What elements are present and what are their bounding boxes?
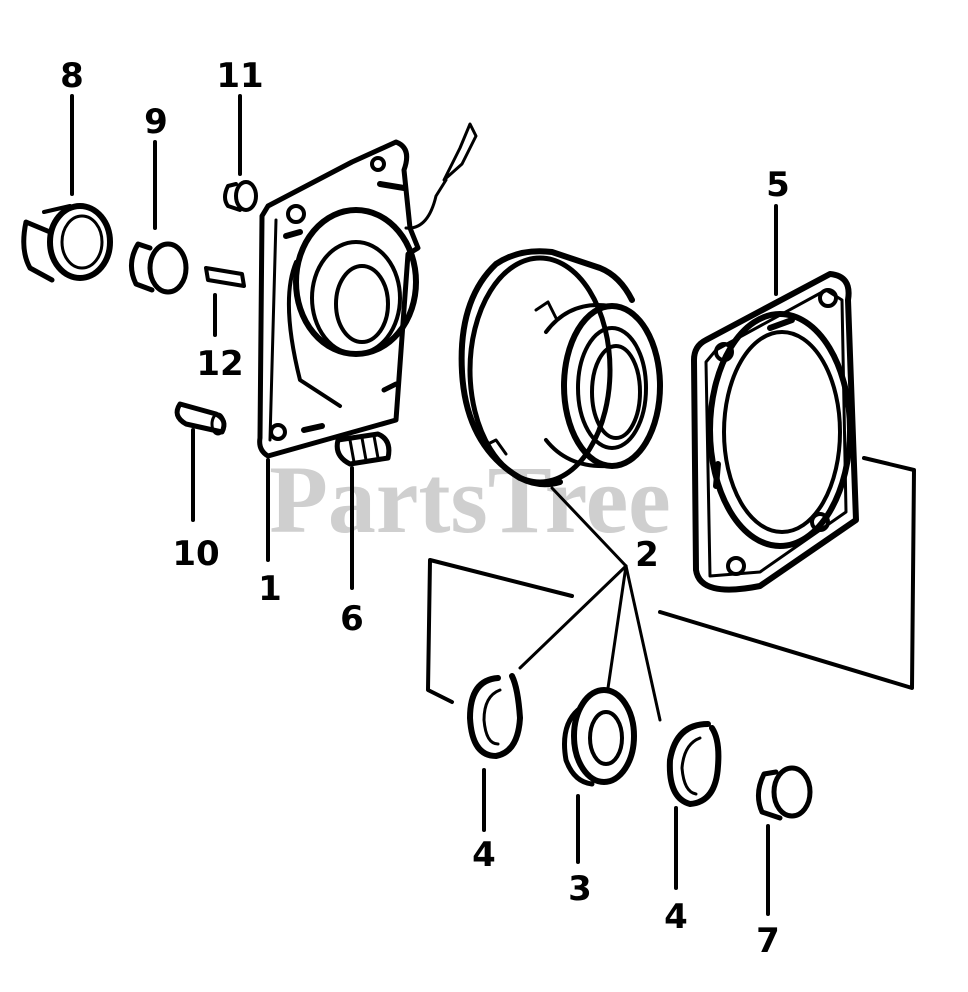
callout-4-left: 4	[472, 835, 496, 875]
leader-2	[550, 486, 628, 568]
part-1-field-plate	[257, 122, 478, 459]
part-6-stud	[334, 431, 392, 467]
callout-9: 9	[144, 102, 168, 142]
part-12-key	[204, 266, 246, 288]
callout-5: 5	[766, 165, 790, 205]
callout-10: 10	[172, 534, 219, 574]
part-3-bearing	[562, 687, 637, 787]
part-11-small-bushing	[223, 180, 258, 212]
callout-4-right: 4	[664, 897, 688, 937]
callout-8: 8	[60, 56, 84, 96]
callout-12: 12	[196, 344, 243, 384]
part-2-rotor-assembly	[458, 248, 663, 488]
assembly-bracket	[426, 456, 916, 722]
part-7-spacer	[756, 765, 813, 821]
callout-7: 7	[756, 921, 780, 961]
callout-2: 2	[635, 535, 659, 575]
part-10-pin-bushing	[174, 401, 227, 436]
callout-11: 11	[216, 56, 263, 96]
callout-1: 1	[258, 569, 282, 609]
part-4-snap-ring-right	[666, 721, 722, 807]
part-5-mounting-plate	[691, 271, 859, 593]
callout-6: 6	[340, 599, 364, 639]
part-8-sleeve	[21, 203, 113, 283]
callout-3: 3	[568, 869, 592, 909]
part-9-bushing	[129, 241, 189, 295]
watermark: PartsTree	[269, 446, 671, 553]
part-4-snap-ring-left	[467, 673, 523, 759]
